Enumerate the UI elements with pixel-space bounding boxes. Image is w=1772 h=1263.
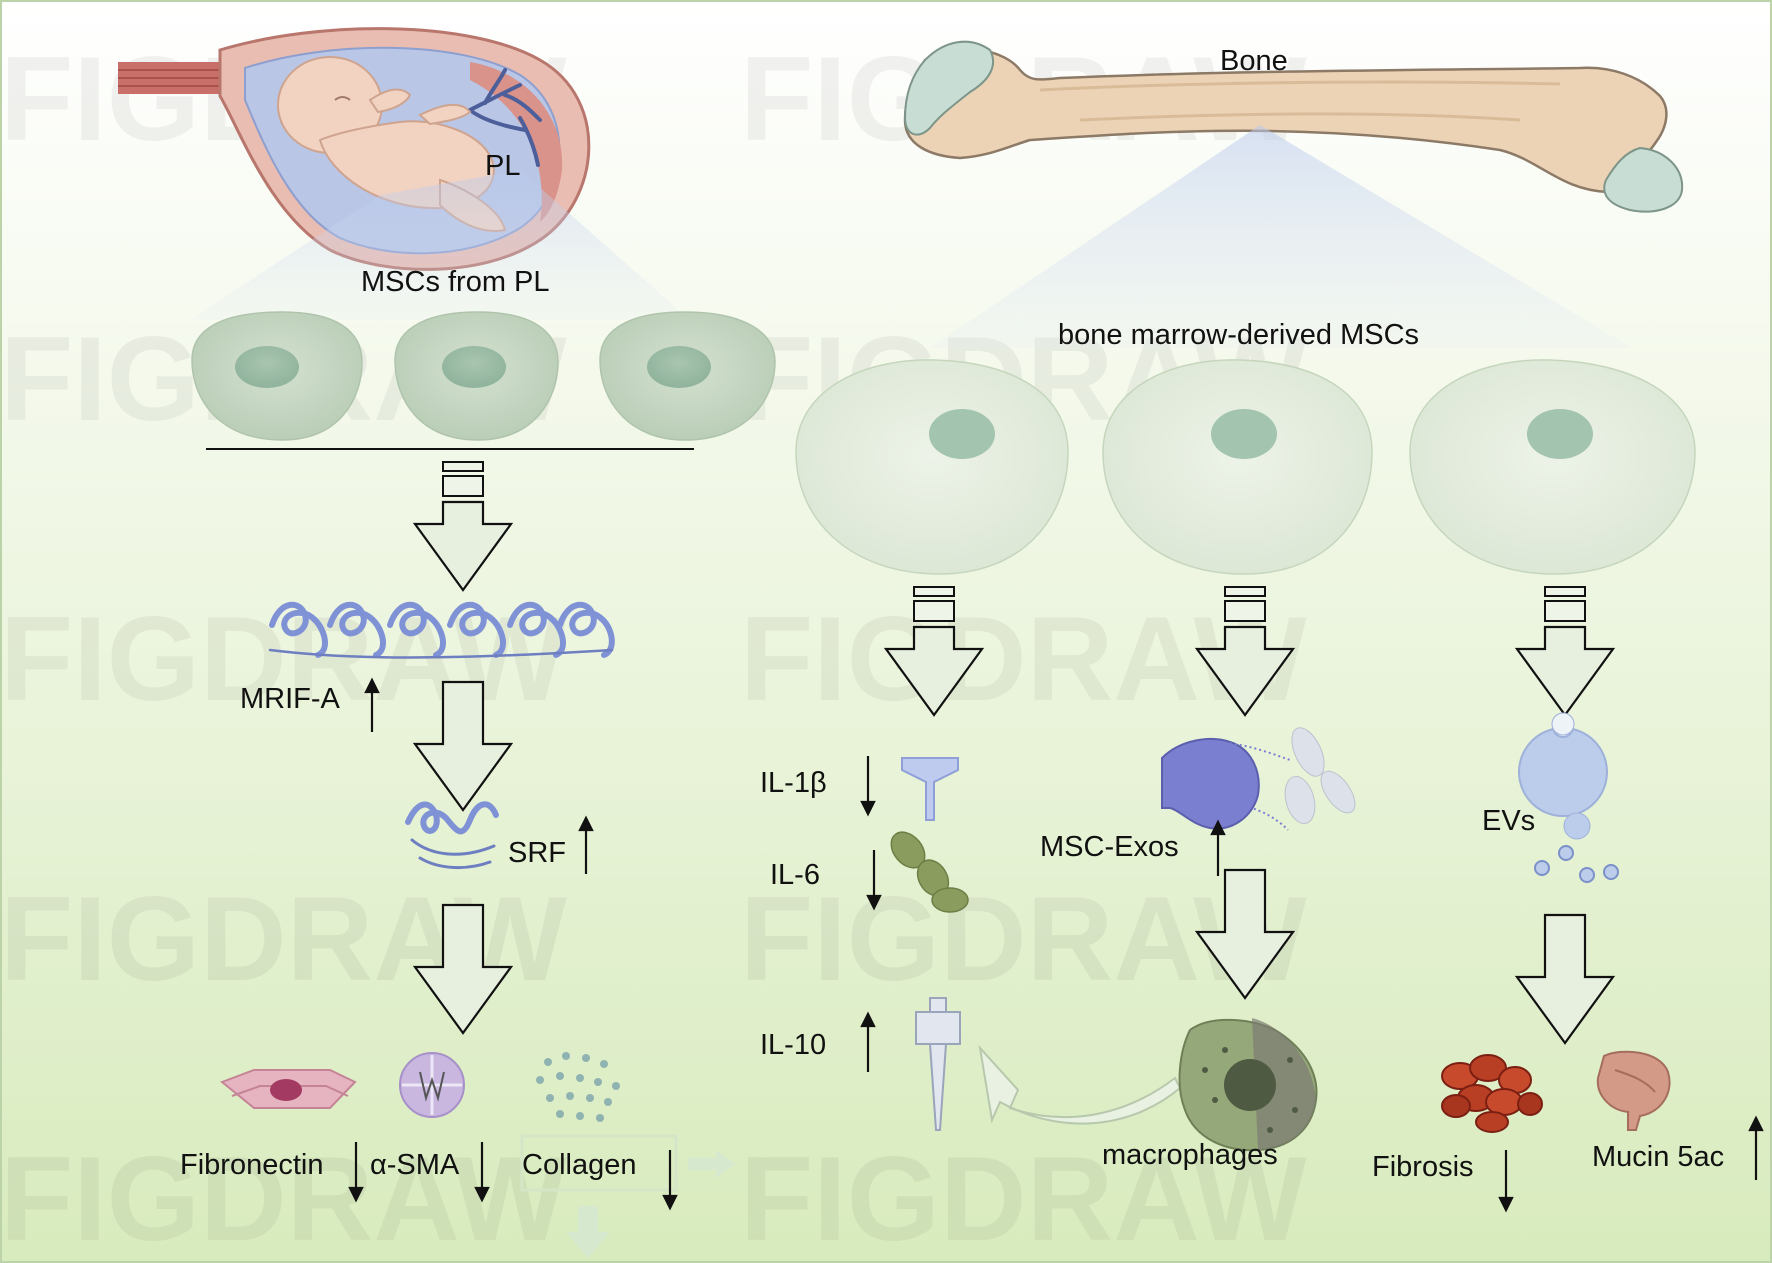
label-pl: PL — [485, 150, 520, 182]
collagen-box — [520, 1134, 678, 1192]
collagen-dots-icon — [536, 1052, 620, 1122]
bm-msc-cells — [795, 359, 1696, 575]
mucin-stomach-icon — [1596, 1050, 1671, 1131]
alpha-sma-icon — [399, 1052, 465, 1118]
curved-arrow-macrophage-to-il10 — [978, 1044, 1182, 1125]
bm-msc-cell-1 — [795, 359, 1069, 575]
pl-msc-cell-3 — [599, 311, 776, 441]
bm-msc-cell-3 — [1409, 359, 1696, 575]
srf-up-arrow — [578, 815, 594, 874]
macrophage-icon — [1178, 1018, 1318, 1152]
label-evs: EVs — [1482, 805, 1535, 837]
label-macrophages: macrophages — [1102, 1139, 1278, 1171]
bm-msc-cell-2 — [1102, 359, 1373, 575]
pl-msc-cell-2 — [394, 311, 559, 441]
placenta-uterus-illustration — [118, 27, 690, 320]
il6-molecule-icon — [890, 831, 969, 913]
svg-text:FIGDRAW: FIGDRAW — [0, 1132, 567, 1263]
label-fibronectin: Fibronectin — [180, 1149, 323, 1181]
msc-exos-icon — [1161, 727, 1356, 831]
label-mscs-from-pl: MSCs from PL — [361, 266, 550, 298]
pl-msc-cells — [191, 311, 776, 441]
label-mrif-a: MRIF-A — [240, 683, 341, 715]
label-srf: SRF — [508, 837, 566, 869]
outcome-down-arrows — [348, 1142, 678, 1211]
il10-up-arrow — [860, 1011, 876, 1072]
label-alpha-sma: α-SMA — [370, 1149, 460, 1181]
collagen-faint-right-arrow — [688, 1150, 736, 1178]
label-il1b: IL-1β — [760, 767, 827, 799]
mrif-a-up-arrow — [364, 677, 380, 732]
mrif-a-protein-icon — [268, 601, 615, 659]
fibrosis-tissue-icon — [1441, 1054, 1543, 1133]
il1b-down-arrow — [860, 756, 876, 817]
label-msc-exos: MSC-Exos — [1040, 831, 1179, 863]
label-il10: IL-10 — [760, 1029, 826, 1061]
label-bm-mscs: bone marrow-derived MSCs — [1058, 319, 1419, 351]
bone-illustration — [903, 40, 1684, 348]
svg-text:FIGDRAW: FIGDRAW — [740, 1132, 1307, 1263]
label-mucin5ac: Mucin 5ac — [1592, 1141, 1724, 1173]
label-bone: Bone — [1220, 45, 1288, 77]
label-il6: IL-6 — [770, 859, 820, 891]
pl-msc-cell-1 — [191, 311, 363, 441]
il6-down-arrow — [866, 850, 882, 911]
evs-icon — [1518, 712, 1619, 883]
srf-protein-icon — [405, 801, 499, 870]
msc-exos-up-arrow — [1210, 819, 1226, 876]
mucin-up-arrow — [1748, 1115, 1764, 1180]
collagen-faint-down-arrow — [566, 1206, 610, 1258]
label-fibrosis: Fibrosis — [1372, 1151, 1474, 1183]
fibronectin-cell-icon — [220, 1069, 357, 1109]
fibrosis-down-arrow — [1498, 1150, 1514, 1213]
il1b-receptor-icon — [901, 757, 959, 821]
il10-receptor-icon — [915, 997, 961, 1131]
label-collagen: Collagen — [522, 1149, 636, 1181]
